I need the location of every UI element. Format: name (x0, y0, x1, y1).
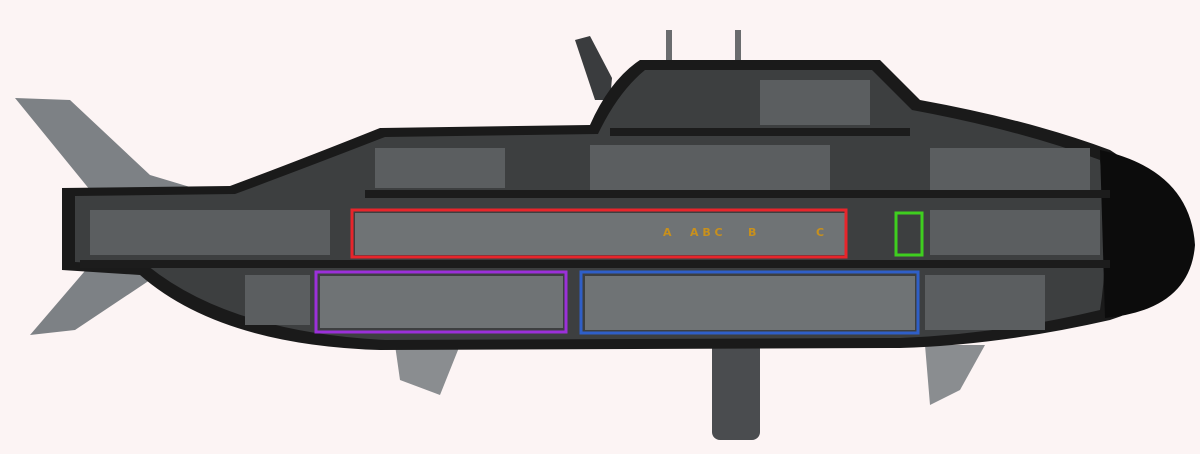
room-upper-1 (375, 148, 505, 188)
fin-lower-left (395, 345, 460, 395)
docking-drone (712, 340, 760, 440)
room-label-abc: A B C (690, 226, 723, 239)
deck-floor-middle (80, 260, 1110, 268)
room-upper-3 (930, 148, 1090, 190)
room-stern (90, 210, 330, 255)
highlight-green[interactable] (894, 211, 924, 257)
highlight-purple[interactable] (314, 270, 568, 334)
deck-gun (575, 36, 612, 100)
room-lower-stern (245, 275, 310, 325)
highlight-blue[interactable] (579, 270, 920, 335)
fin-lower-right (925, 345, 985, 405)
room-upper-2 (590, 145, 830, 190)
nose-cone (1100, 150, 1195, 318)
room-bridge (930, 210, 1100, 255)
room-label-a: A (663, 226, 672, 239)
room-engine (320, 276, 563, 328)
mast-1 (666, 30, 672, 70)
room-cargo (585, 276, 915, 330)
tail-fin-bottom (30, 265, 200, 335)
room-lower-bow (925, 275, 1045, 330)
mast-2 (735, 30, 741, 70)
tower-floor (610, 128, 910, 136)
deck-floor-upper (365, 190, 1110, 198)
tail-fin-top (15, 98, 200, 190)
room-label-b: B (748, 226, 756, 239)
room-label-c: C (816, 226, 824, 239)
room-tower (760, 80, 870, 125)
highlight-red[interactable] (350, 208, 848, 259)
room-corridor (355, 213, 845, 255)
